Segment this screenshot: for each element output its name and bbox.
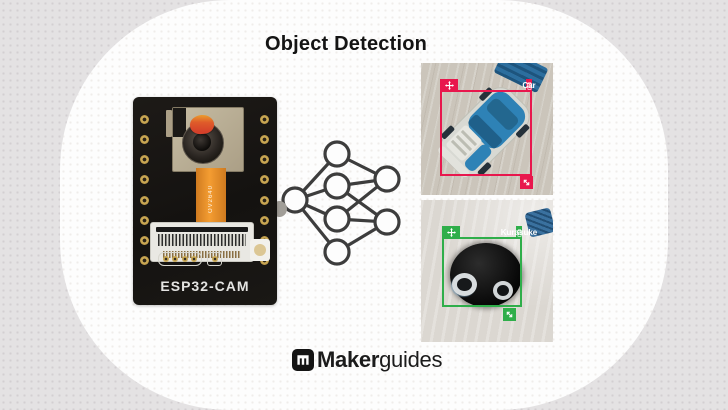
flash-led [250,239,270,261]
detection-label-tab[interactable]: Kurasuke [501,226,537,239]
board-name-label: ESP32-CAM [160,278,250,294]
fpc-teeth [158,234,246,246]
move-handle[interactable] [440,79,458,91]
move-icon [444,80,454,90]
resize-handle[interactable] [520,176,533,189]
logo-text-regular: guides [379,347,443,372]
detection-label: Kurasuke [500,228,538,237]
move-handle[interactable] [442,226,460,238]
makerguides-logo: Makerguides [292,347,442,373]
solder-pads-group [158,252,202,266]
makerguides-logo-icon [292,349,314,371]
bounding-box-kurasuke[interactable]: Kurasuke [442,226,537,321]
detection-photo-kurasuke: Kurasuke [421,200,553,342]
camera-lens-glass [193,133,211,151]
camera-sensor-label: OV2640 [208,184,214,214]
fpc-slot [156,227,248,232]
plush-right-eye [493,281,513,300]
fpc-contact-band [163,251,241,258]
pin-header-left [140,115,150,265]
camera-module-notch [173,108,186,137]
detection-photo-car: Car [421,63,553,195]
trash-icon[interactable] [516,228,523,237]
detection-label-tab[interactable]: Car [522,79,536,92]
move-icon [446,227,456,237]
bounding-box-car[interactable]: Car [440,79,536,189]
camera-ribbon-cable: OV2640 [196,168,226,230]
resize-icon [506,311,513,318]
makerguides-logo-text: Makerguides [317,347,442,373]
esp32-cam-board: OV2640 ESP32-CAM [133,97,277,305]
trash-icon[interactable] [526,81,533,90]
resize-icon [523,179,530,186]
toy-car [438,87,530,178]
plush-left-eye [452,273,477,296]
page-title: Object Detection [264,33,428,55]
neural-network-icon [281,140,401,266]
logo-text-bold: Maker [317,347,380,372]
solder-pad-single [207,252,222,266]
camera-bracket [166,110,172,137]
resize-handle[interactable] [503,308,516,321]
detection-label: Car [522,81,536,90]
